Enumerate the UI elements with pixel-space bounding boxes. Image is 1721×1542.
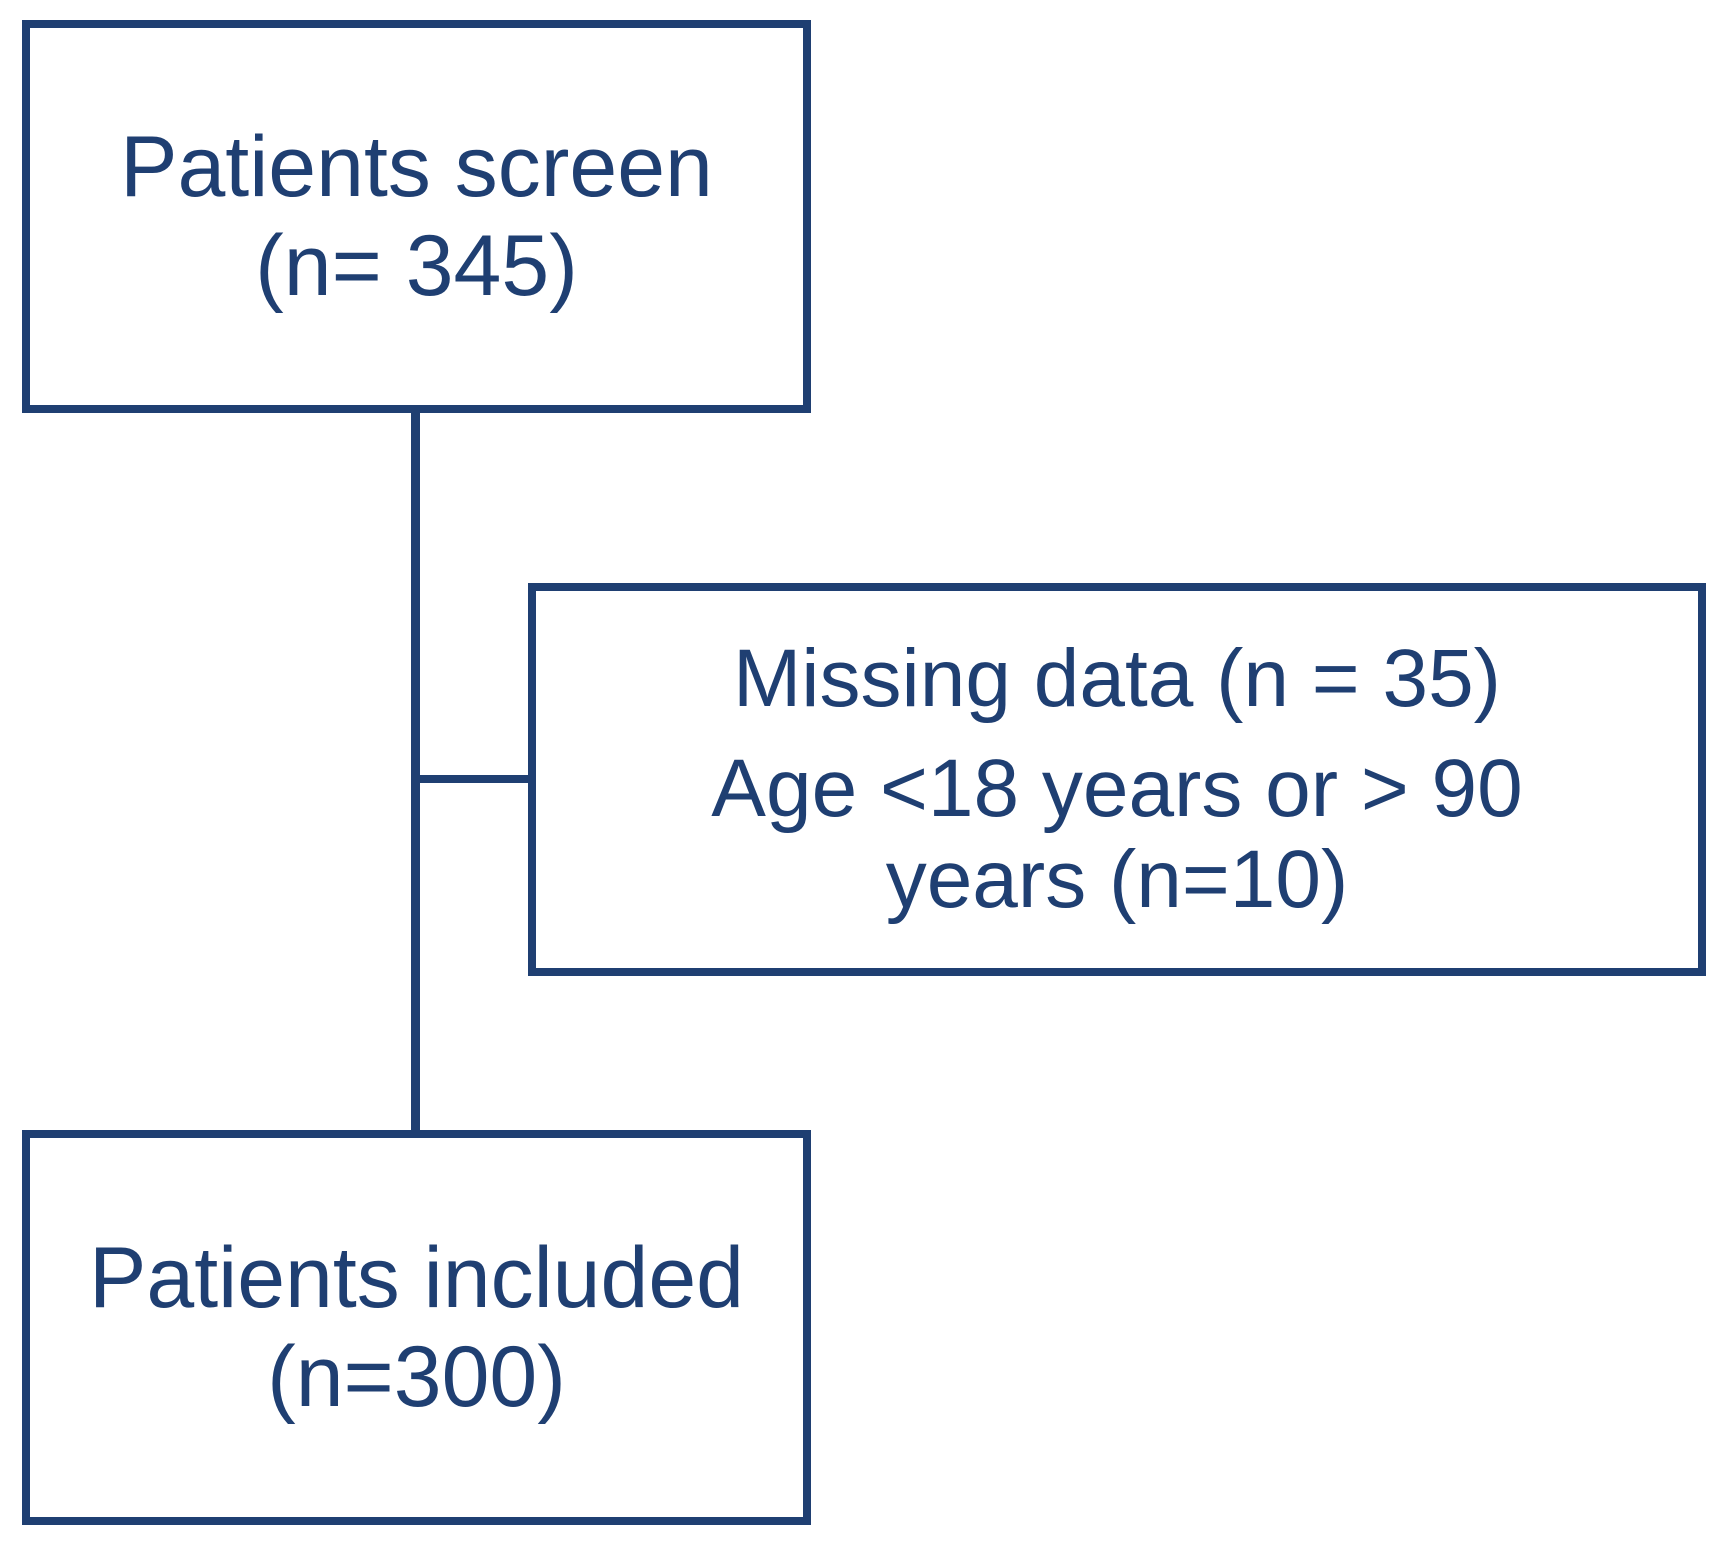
missing-data-exclusion: Missing data (n = 35) <box>733 632 1501 724</box>
age-exclusion-line-1: Age <18 years or > 90 <box>711 742 1523 834</box>
screened-count: (n= 345) <box>255 217 578 314</box>
patients-screened-box: Patients screen (n= 345) <box>22 20 811 413</box>
age-exclusion-line-2: years (n=10) <box>885 834 1349 926</box>
exclusion-connector-line <box>420 775 528 783</box>
main-connector-line <box>411 413 420 1130</box>
included-count: (n=300) <box>267 1328 566 1425</box>
patients-included-box: Patients included (n=300) <box>22 1130 811 1525</box>
included-label: Patients included <box>89 1229 744 1326</box>
screened-label: Patients screen <box>120 118 713 215</box>
exclusions-box: Missing data (n = 35) Age <18 years or >… <box>528 583 1706 976</box>
